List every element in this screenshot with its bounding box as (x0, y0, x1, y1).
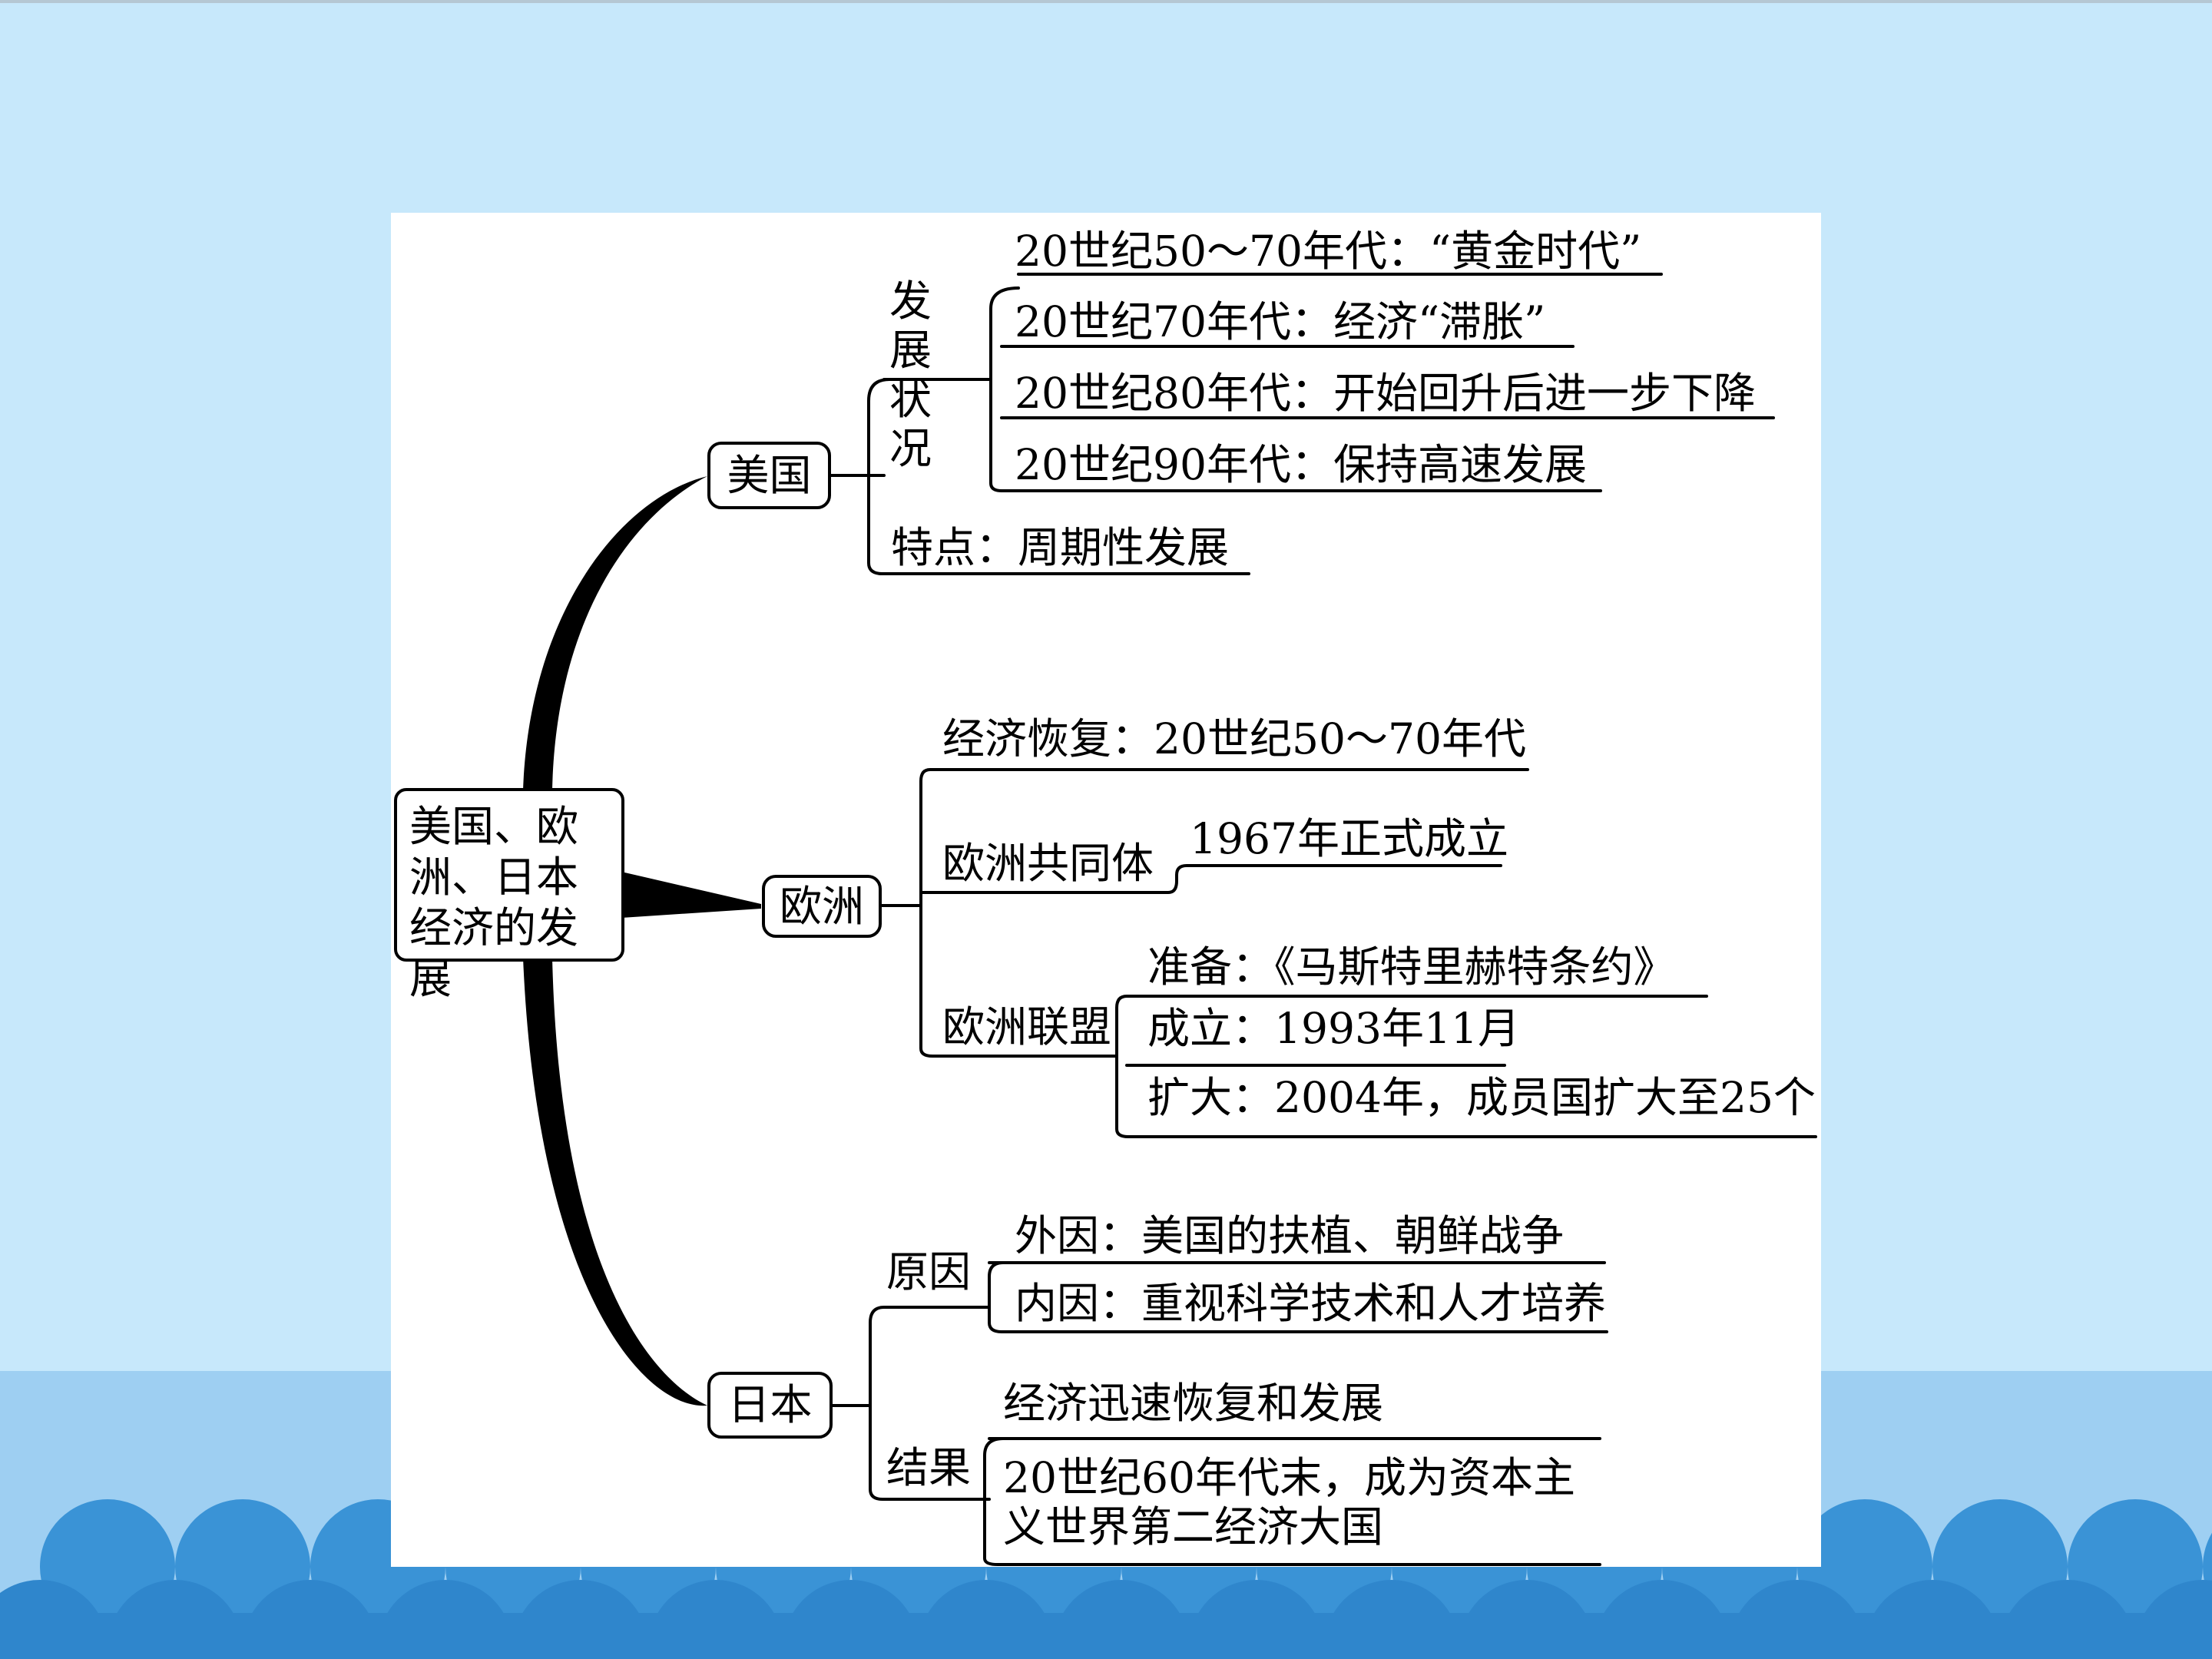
europe-node: 欧洲 (762, 875, 882, 938)
branch-root-japan (523, 958, 707, 1406)
japan-result-2: 20世纪60年代末，成为资本主义世界第二经济大国 (1003, 1453, 1575, 1551)
europe-recovery: 经济恢复：20世纪50～70年代 (942, 714, 1526, 763)
japan-bracket (869, 1306, 991, 1501)
usa-bracket (867, 378, 1250, 575)
top-border (0, 0, 2212, 3)
branch-root-usa (523, 476, 707, 790)
japan-label: 日本 (727, 1380, 813, 1429)
europe-community-label: 欧洲共同体 (942, 839, 1154, 888)
usa-item-1: 20世纪50～70年代：“黄金时代” (1015, 227, 1642, 276)
europe-bracket (919, 768, 1529, 1058)
usa-label: 美国 (727, 450, 812, 500)
wave-base (0, 1613, 2212, 1659)
japan-cause-1: 外因：美国的扶植、朝鲜战争 (1015, 1211, 1565, 1260)
branch-root-europe (621, 872, 761, 918)
japan-cause-label: 原因 (886, 1247, 972, 1296)
europe-union-item-3: 扩大：2004年，成员国扩大至25个 (1147, 1073, 1816, 1122)
europe-label: 欧洲 (779, 881, 864, 931)
connector-lines (523, 273, 1817, 1566)
usa-item-4: 20世纪90年代：保持高速发展 (1015, 440, 1587, 489)
usa-status-label: 发展状况 (889, 276, 932, 473)
usa-node: 美国 (707, 442, 831, 509)
europe-union-label: 欧洲联盟 (942, 1002, 1112, 1051)
europe-community-detail: 1967年正式成立 (1190, 814, 1508, 863)
japan-result-bracket (983, 1437, 1601, 1566)
europe-union-item-2: 成立：1993年11月 (1147, 1004, 1520, 1053)
japan-node: 日本 (707, 1372, 833, 1439)
usa-item-2: 20世纪70年代：经济“滞胀” (1015, 297, 1546, 346)
root-label: 美国、欧洲、日本经济的发展 (409, 802, 579, 1003)
japan-cause-bracket (988, 1261, 1608, 1333)
wave-row-front (0, 1580, 2212, 1659)
europe-community-line (919, 864, 1502, 894)
root-node (394, 788, 624, 962)
usa-item-3: 20世纪80年代：开始回升后进一步下降 (1015, 369, 1756, 418)
mind-map: 美国、欧洲、日本经济的发展 美国 发展状况 20世纪50～70年代：“黄金时代”… (391, 213, 1821, 1567)
europe-union-item-1: 准备：《马斯特里赫特条约》 (1147, 942, 1676, 992)
japan-result-1: 经济迅速恢复和发展 (1003, 1379, 1384, 1428)
europe-union-bracket (1115, 995, 1817, 1138)
usa-item-bracket (989, 286, 1602, 492)
japan-cause-2: 内因：重视科学技术和人才培养 (1015, 1279, 1607, 1328)
usa-feature: 特点：周期性发展 (891, 523, 1230, 572)
japan-result-label: 结果 (886, 1443, 972, 1492)
